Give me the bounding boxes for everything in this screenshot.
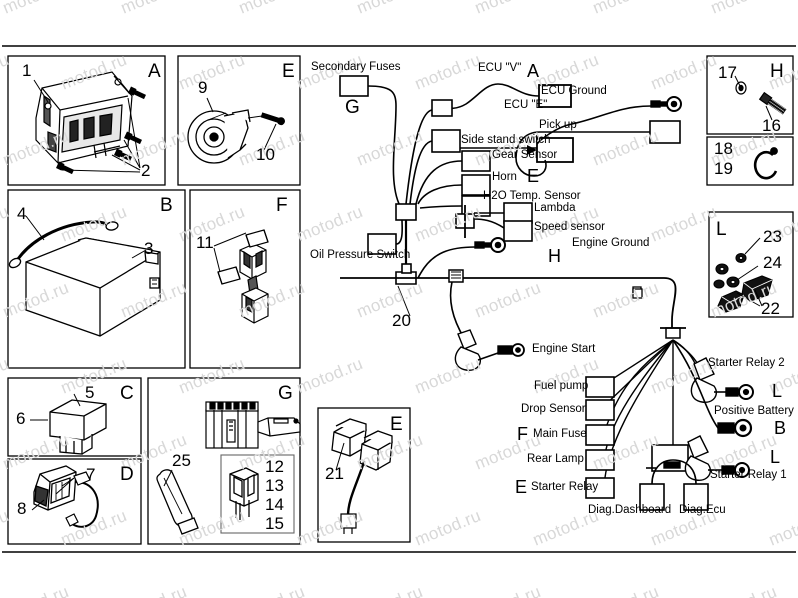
tag-g-secondary-fuses: G <box>345 97 360 118</box>
callout-13: 13 <box>265 476 284 495</box>
label-positive-battery: Positive Battery <box>714 405 794 417</box>
callout-9: 9 <box>198 78 208 97</box>
label-pick-up: Pick up <box>539 119 577 131</box>
panel-letter-d: D <box>120 464 134 485</box>
tag-f-main-fuse: F <box>517 424 528 444</box>
callout-18: 18 <box>714 139 733 158</box>
panel-letter-c: C <box>120 383 134 404</box>
label-h2o-temp-sensor: H2O Temp. Sensor <box>483 190 581 202</box>
label-diag-dashboard: Diag.Dashboard <box>588 504 672 516</box>
callout-1: 1 <box>22 61 32 80</box>
label-side-stand-switch: Side stand switch <box>461 134 551 146</box>
label-starter-relay-1: Starter Relay 1 <box>710 469 787 481</box>
label-oil-pressure-switch: Oil Pressure Switch <box>310 249 411 261</box>
callout-11: 11 <box>196 233 214 252</box>
label-gear-sensor: Gear Sensor <box>492 149 558 161</box>
panel-letter-e-horn: E <box>282 61 295 82</box>
label-starter-relay-2: Starter Relay 2 <box>708 357 785 369</box>
callout-3: 3 <box>144 239 154 258</box>
panel-letter-f: F <box>276 195 288 216</box>
callout-15: 15 <box>265 514 284 533</box>
callout-17: 17 <box>718 63 737 82</box>
callout-5: 5 <box>85 383 95 402</box>
label-fuel-pump: Fuel pump <box>534 380 589 392</box>
label-speed-sensor: Speed sensor <box>534 221 605 233</box>
label-secondary-fuses: Secondary Fuses <box>311 61 401 73</box>
callout-8: 8 <box>17 499 27 518</box>
callout-14: 14 <box>265 495 284 514</box>
label-ecu-e: ECU "E" <box>504 99 548 111</box>
label-rear-lamp: Rear Lamp <box>527 453 584 465</box>
label-lambda: Lambda <box>534 202 576 214</box>
callout-12: 12 <box>265 457 284 476</box>
callout-4: 4 <box>17 204 27 223</box>
callout-16: 16 <box>762 116 781 135</box>
callout-2: 2 <box>141 161 151 180</box>
label-engine-start: Engine Start <box>532 343 596 355</box>
tag-h-engine-ground: H <box>548 246 561 266</box>
panel-letter-h: H <box>770 61 784 82</box>
label-drop-sensor: Drop Sensor <box>521 403 586 415</box>
callout-7: 7 <box>86 465 96 484</box>
callout-10: 10 <box>256 145 275 164</box>
label-main-fuse: Main Fuse <box>533 428 587 440</box>
callout-20: 20 <box>392 311 411 330</box>
label-horn: Horn <box>492 171 517 183</box>
tag-b-battery: B <box>774 418 787 438</box>
label-diag-ecu: Diag.Ecu <box>679 504 726 516</box>
callout-23: 23 <box>763 227 782 246</box>
tag-a-ecu: A <box>527 61 540 81</box>
callout-24: 24 <box>763 253 782 272</box>
tag-e-starter-relay: E <box>515 477 528 497</box>
callout-21: 21 <box>325 464 344 483</box>
tag-l-relay1: L <box>770 447 781 467</box>
panel-letter-a: A <box>148 61 161 82</box>
callout-22: 22 <box>761 299 780 318</box>
panel-letter-b: B <box>160 195 173 216</box>
tag-e-horn-harness: E <box>527 166 540 186</box>
panel-letter-l: L <box>716 219 727 240</box>
label-ecu-v: ECU "V" <box>478 62 522 74</box>
callout-6: 6 <box>16 409 26 428</box>
label-engine-ground: Engine Ground <box>572 237 650 249</box>
label-starter-relay: Starter Relay <box>531 481 599 493</box>
callout-25: 25 <box>172 451 191 470</box>
label-ecu-ground: ECU Ground <box>541 85 607 97</box>
panel-letter-g: G <box>278 383 293 404</box>
panel-letter-e-coil: E <box>390 414 403 435</box>
tag-l-relay2: L <box>772 381 783 401</box>
callout-19: 19 <box>714 159 733 178</box>
